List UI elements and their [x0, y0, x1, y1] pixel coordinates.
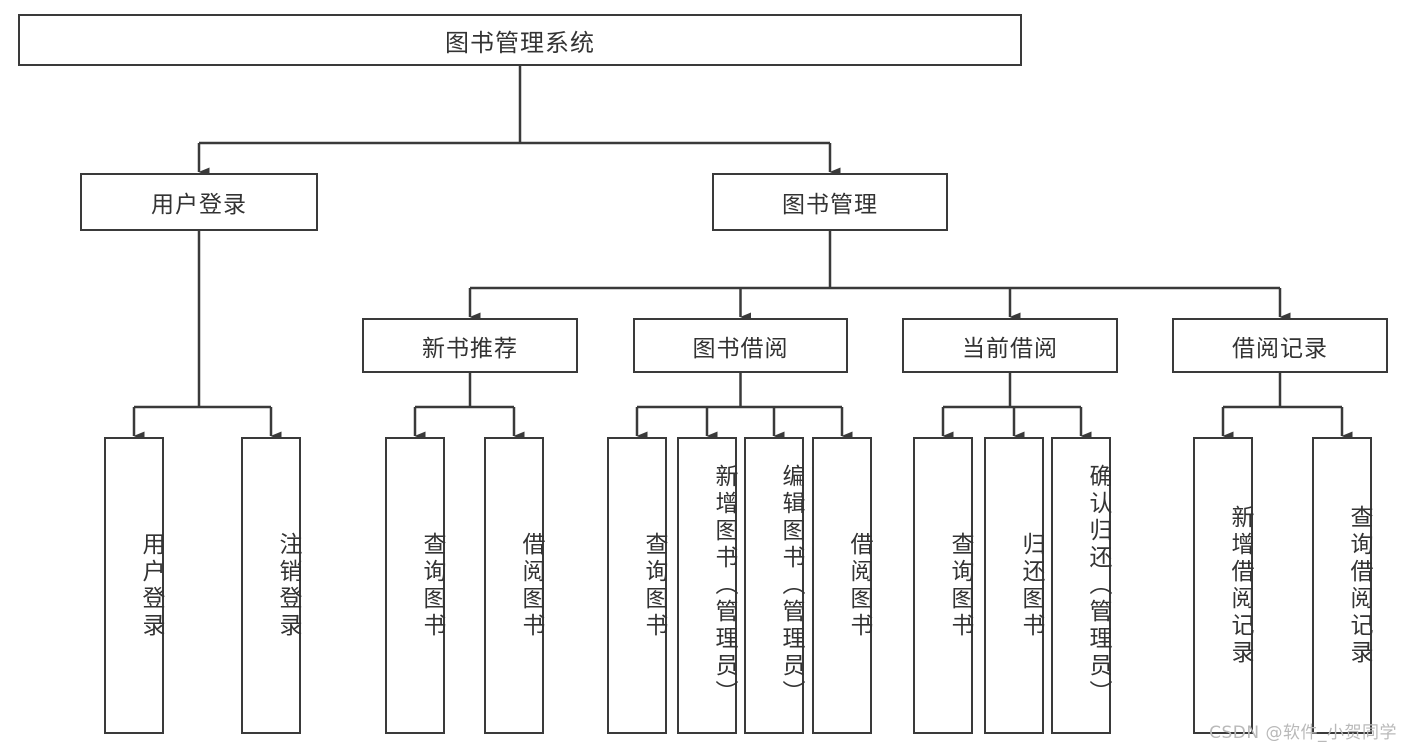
- node-leaf7[interactable]: 编辑图书（管理员）: [744, 437, 804, 734]
- node-leaf2[interactable]: 注销登录: [241, 437, 301, 734]
- node-leaf13[interactable]: 查询借阅记录: [1312, 437, 1372, 734]
- node-label: 编辑图书（管理员）: [778, 464, 804, 707]
- node-leaf8[interactable]: 借阅图书: [812, 437, 872, 734]
- node-leaf4[interactable]: 借阅图书: [484, 437, 544, 734]
- node-login[interactable]: 用户登录: [80, 173, 318, 231]
- node-leaf5[interactable]: 查询图书: [607, 437, 667, 734]
- node-label: 查询图书: [419, 531, 445, 640]
- node-label: 新书推荐: [422, 335, 518, 362]
- node-label: 图书管理系统: [445, 28, 595, 57]
- node-label: 借阅图书: [518, 531, 544, 640]
- node-label: 图书借阅: [692, 335, 789, 362]
- node-label: 归还图书: [1018, 531, 1044, 640]
- node-leaf11[interactable]: 确认归还（管理员）: [1051, 437, 1111, 734]
- node-label: 当前借阅: [962, 335, 1058, 362]
- node-label: 用户登录: [151, 192, 247, 218]
- node-label: 注销登录: [275, 531, 301, 640]
- node-records[interactable]: 借阅记录: [1172, 318, 1388, 373]
- node-leaf6[interactable]: 新增图书（管理员）: [677, 437, 737, 734]
- node-label: 图书管理: [782, 192, 878, 218]
- node-leaf9[interactable]: 查询图书: [913, 437, 973, 734]
- node-label: 查询图书: [641, 531, 667, 640]
- node-label: 查询借阅记录: [1346, 504, 1372, 667]
- node-borrow[interactable]: 图书借阅: [633, 318, 848, 373]
- node-label: 确认归还（管理员）: [1085, 464, 1111, 707]
- watermark-text: CSDN @软件_小贺同学: [1209, 723, 1397, 743]
- node-label: 借阅记录: [1232, 335, 1328, 362]
- node-root[interactable]: 图书管理系统: [18, 14, 1022, 66]
- node-label: 新增图书（管理员）: [711, 464, 737, 707]
- node-newbook[interactable]: 新书推荐: [362, 318, 578, 373]
- node-label: 用户登录: [138, 531, 164, 640]
- node-bookmgmt[interactable]: 图书管理: [712, 173, 948, 231]
- node-leaf10[interactable]: 归还图书: [984, 437, 1044, 734]
- node-label: 查询图书: [947, 531, 973, 640]
- node-leaf3[interactable]: 查询图书: [385, 437, 445, 734]
- node-label: 借阅图书: [846, 531, 872, 640]
- node-leaf12[interactable]: 新增借阅记录: [1193, 437, 1253, 734]
- node-current[interactable]: 当前借阅: [902, 318, 1118, 373]
- node-leaf1[interactable]: 用户登录: [104, 437, 164, 734]
- node-label: 新增借阅记录: [1227, 504, 1253, 667]
